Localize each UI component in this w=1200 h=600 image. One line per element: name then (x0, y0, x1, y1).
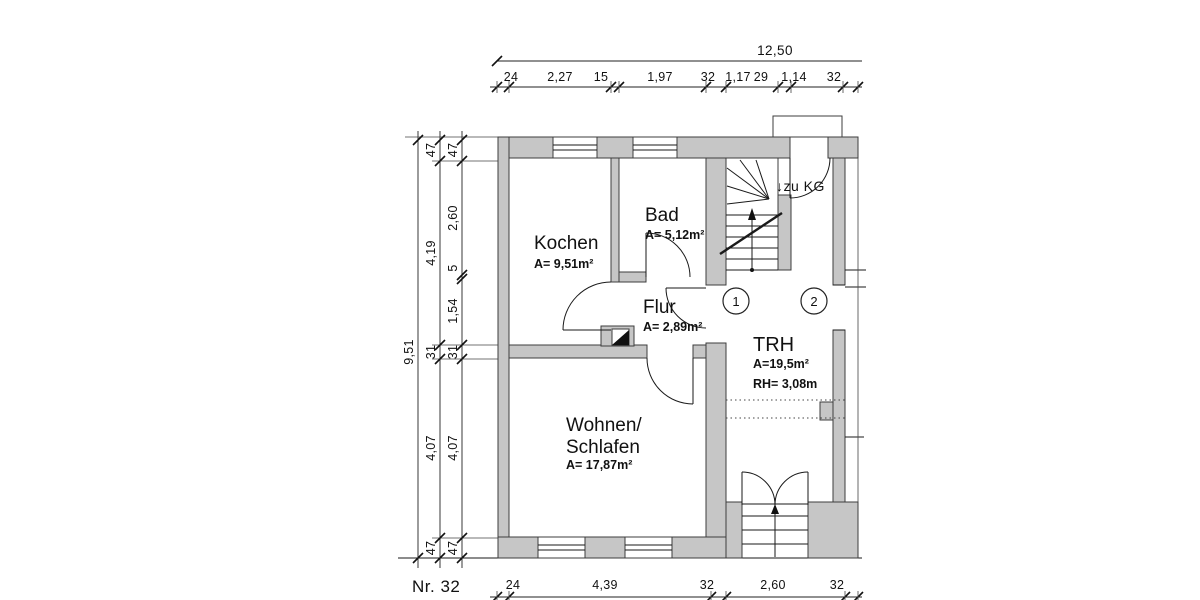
room-area-wohnen: A= 17,87m² (566, 458, 632, 472)
chimney-symbol-triangle (612, 330, 629, 345)
wall-entrance-left (725, 501, 743, 559)
door-zu-kg (789, 157, 831, 199)
dim-top-1: 2,27 (547, 70, 573, 84)
window-kochen (552, 136, 598, 159)
door-tag-1-circle (722, 287, 750, 315)
wall-bottom-1 (497, 536, 539, 559)
door-entrance-double (741, 471, 809, 506)
dim-top-0: 24 (504, 70, 519, 84)
dim-top-6: 29 (754, 70, 769, 84)
dim-top-5: 1,17 (725, 70, 751, 84)
dim-top-7: 1,14 (781, 70, 807, 84)
stair-break-line (719, 211, 783, 256)
dimension-chain-left: 9,51 47 4,19 31 4,07 47 47 2,60 5 1,54 3… (402, 131, 509, 568)
dim-left-mid-3: 4,07 (424, 435, 438, 461)
wall-pilaster (819, 401, 834, 421)
house-number: Nr. 32 (412, 577, 460, 596)
wall-entrance-right (807, 501, 859, 559)
dim-top-3: 1,97 (647, 70, 673, 84)
dim-left-inner-3: 1,54 (446, 298, 460, 324)
dim-top-8: 32 (827, 70, 842, 84)
wall-bottom-3 (671, 536, 727, 559)
door-trh-flur (665, 287, 707, 329)
wall-left (497, 136, 510, 559)
door-bad (645, 232, 691, 278)
trh-annotations (726, 158, 866, 502)
door-tag-2: 2 (810, 294, 817, 309)
wall-kochen-bad (610, 157, 620, 283)
dim-bottom-1: 4,39 (592, 578, 618, 592)
room-label-bad: Bad (645, 205, 679, 226)
room-height-trh: RH= 3,08m (753, 377, 817, 391)
room-area-trh: A=19,5m² (753, 357, 809, 371)
wall-bad-flur (618, 271, 647, 283)
dim-left-inner-4: 31 (446, 345, 460, 360)
room-label-wohnen-1: Wohnen/ (566, 415, 642, 436)
dim-bottom-4: 32 (830, 578, 845, 592)
wall-top-3 (676, 136, 791, 159)
dim-total-height: 9,51 (402, 339, 416, 365)
door-tag-2-circle (800, 287, 828, 315)
doors (562, 157, 831, 506)
stair (719, 159, 783, 272)
dim-left-mid-2: 31 (424, 345, 438, 360)
stair-direction-label: ↓zu KG (776, 178, 825, 194)
dim-top-4: 32 (701, 70, 716, 84)
window-wohnen-2 (624, 536, 673, 559)
room-labels: Kochen A= 9,51m² Bad A= 5,12m² Flur A= 2… (534, 178, 825, 472)
dim-left-inner-2: 5 (446, 264, 460, 271)
dim-top-2: 15 (594, 70, 609, 84)
dim-bottom-2: 32 (700, 578, 715, 592)
door-kochen (562, 281, 612, 331)
stair-walkline-arrow (748, 208, 756, 220)
dimension-chain-bottom: 24 4,39 32 2,60 32 Nr. 32 (412, 577, 864, 600)
dim-left-inner-6: 47 (446, 541, 460, 556)
wall-top-2 (596, 136, 634, 159)
wall-trh-west-lower (705, 342, 727, 538)
door-wohnen (646, 357, 694, 405)
window-bad (632, 136, 678, 159)
wall-stair-side (777, 194, 792, 271)
wall-flur-jamb (692, 344, 707, 359)
wall-kochen-wohnen (508, 344, 648, 359)
wall-top-4 (827, 136, 859, 159)
window-wohnen-1 (537, 536, 586, 559)
dim-left-inner-1: 2,60 (446, 205, 460, 231)
room-label-wohnen-2: Schlafen (566, 437, 640, 458)
door-tags: 1 2 (722, 287, 828, 315)
room-area-flur: A= 2,89m² (643, 320, 702, 334)
dim-left-mid-4: 47 (424, 541, 438, 556)
room-label-trh: TRH (753, 334, 794, 356)
openings (611, 115, 845, 346)
dim-total-width: 12,50 (757, 43, 793, 58)
room-area-bad: A= 5,12m² (645, 228, 704, 242)
room-area-kochen: A= 9,51m² (534, 257, 593, 271)
entrance-steps (742, 504, 808, 557)
room-label-flur: Flur (643, 297, 676, 318)
wall-trh-east-upper (832, 157, 846, 286)
dim-left-mid-1: 4,19 (424, 240, 438, 266)
wall-trh-east-lower (832, 329, 846, 503)
wall-trh-west-upper (705, 157, 727, 286)
windows (537, 136, 678, 559)
dim-left-inner-5: 4,07 (446, 435, 460, 461)
room-label-kochen: Kochen (534, 233, 598, 254)
dim-left-inner-0: 47 (446, 143, 460, 158)
dim-bottom-0: 24 (506, 578, 521, 592)
entry-canopy (772, 115, 843, 138)
dim-bottom-3: 2,60 (760, 578, 786, 592)
wall-bottom-2 (584, 536, 626, 559)
door-tag-1: 1 (732, 294, 739, 309)
dimension-chain-top: 12,50 24 2,27 15 1,97 32 1,17 29 1,14 32 (490, 43, 864, 94)
steps-arrow-head (771, 504, 779, 514)
dim-left-mid-0: 47 (424, 143, 438, 158)
